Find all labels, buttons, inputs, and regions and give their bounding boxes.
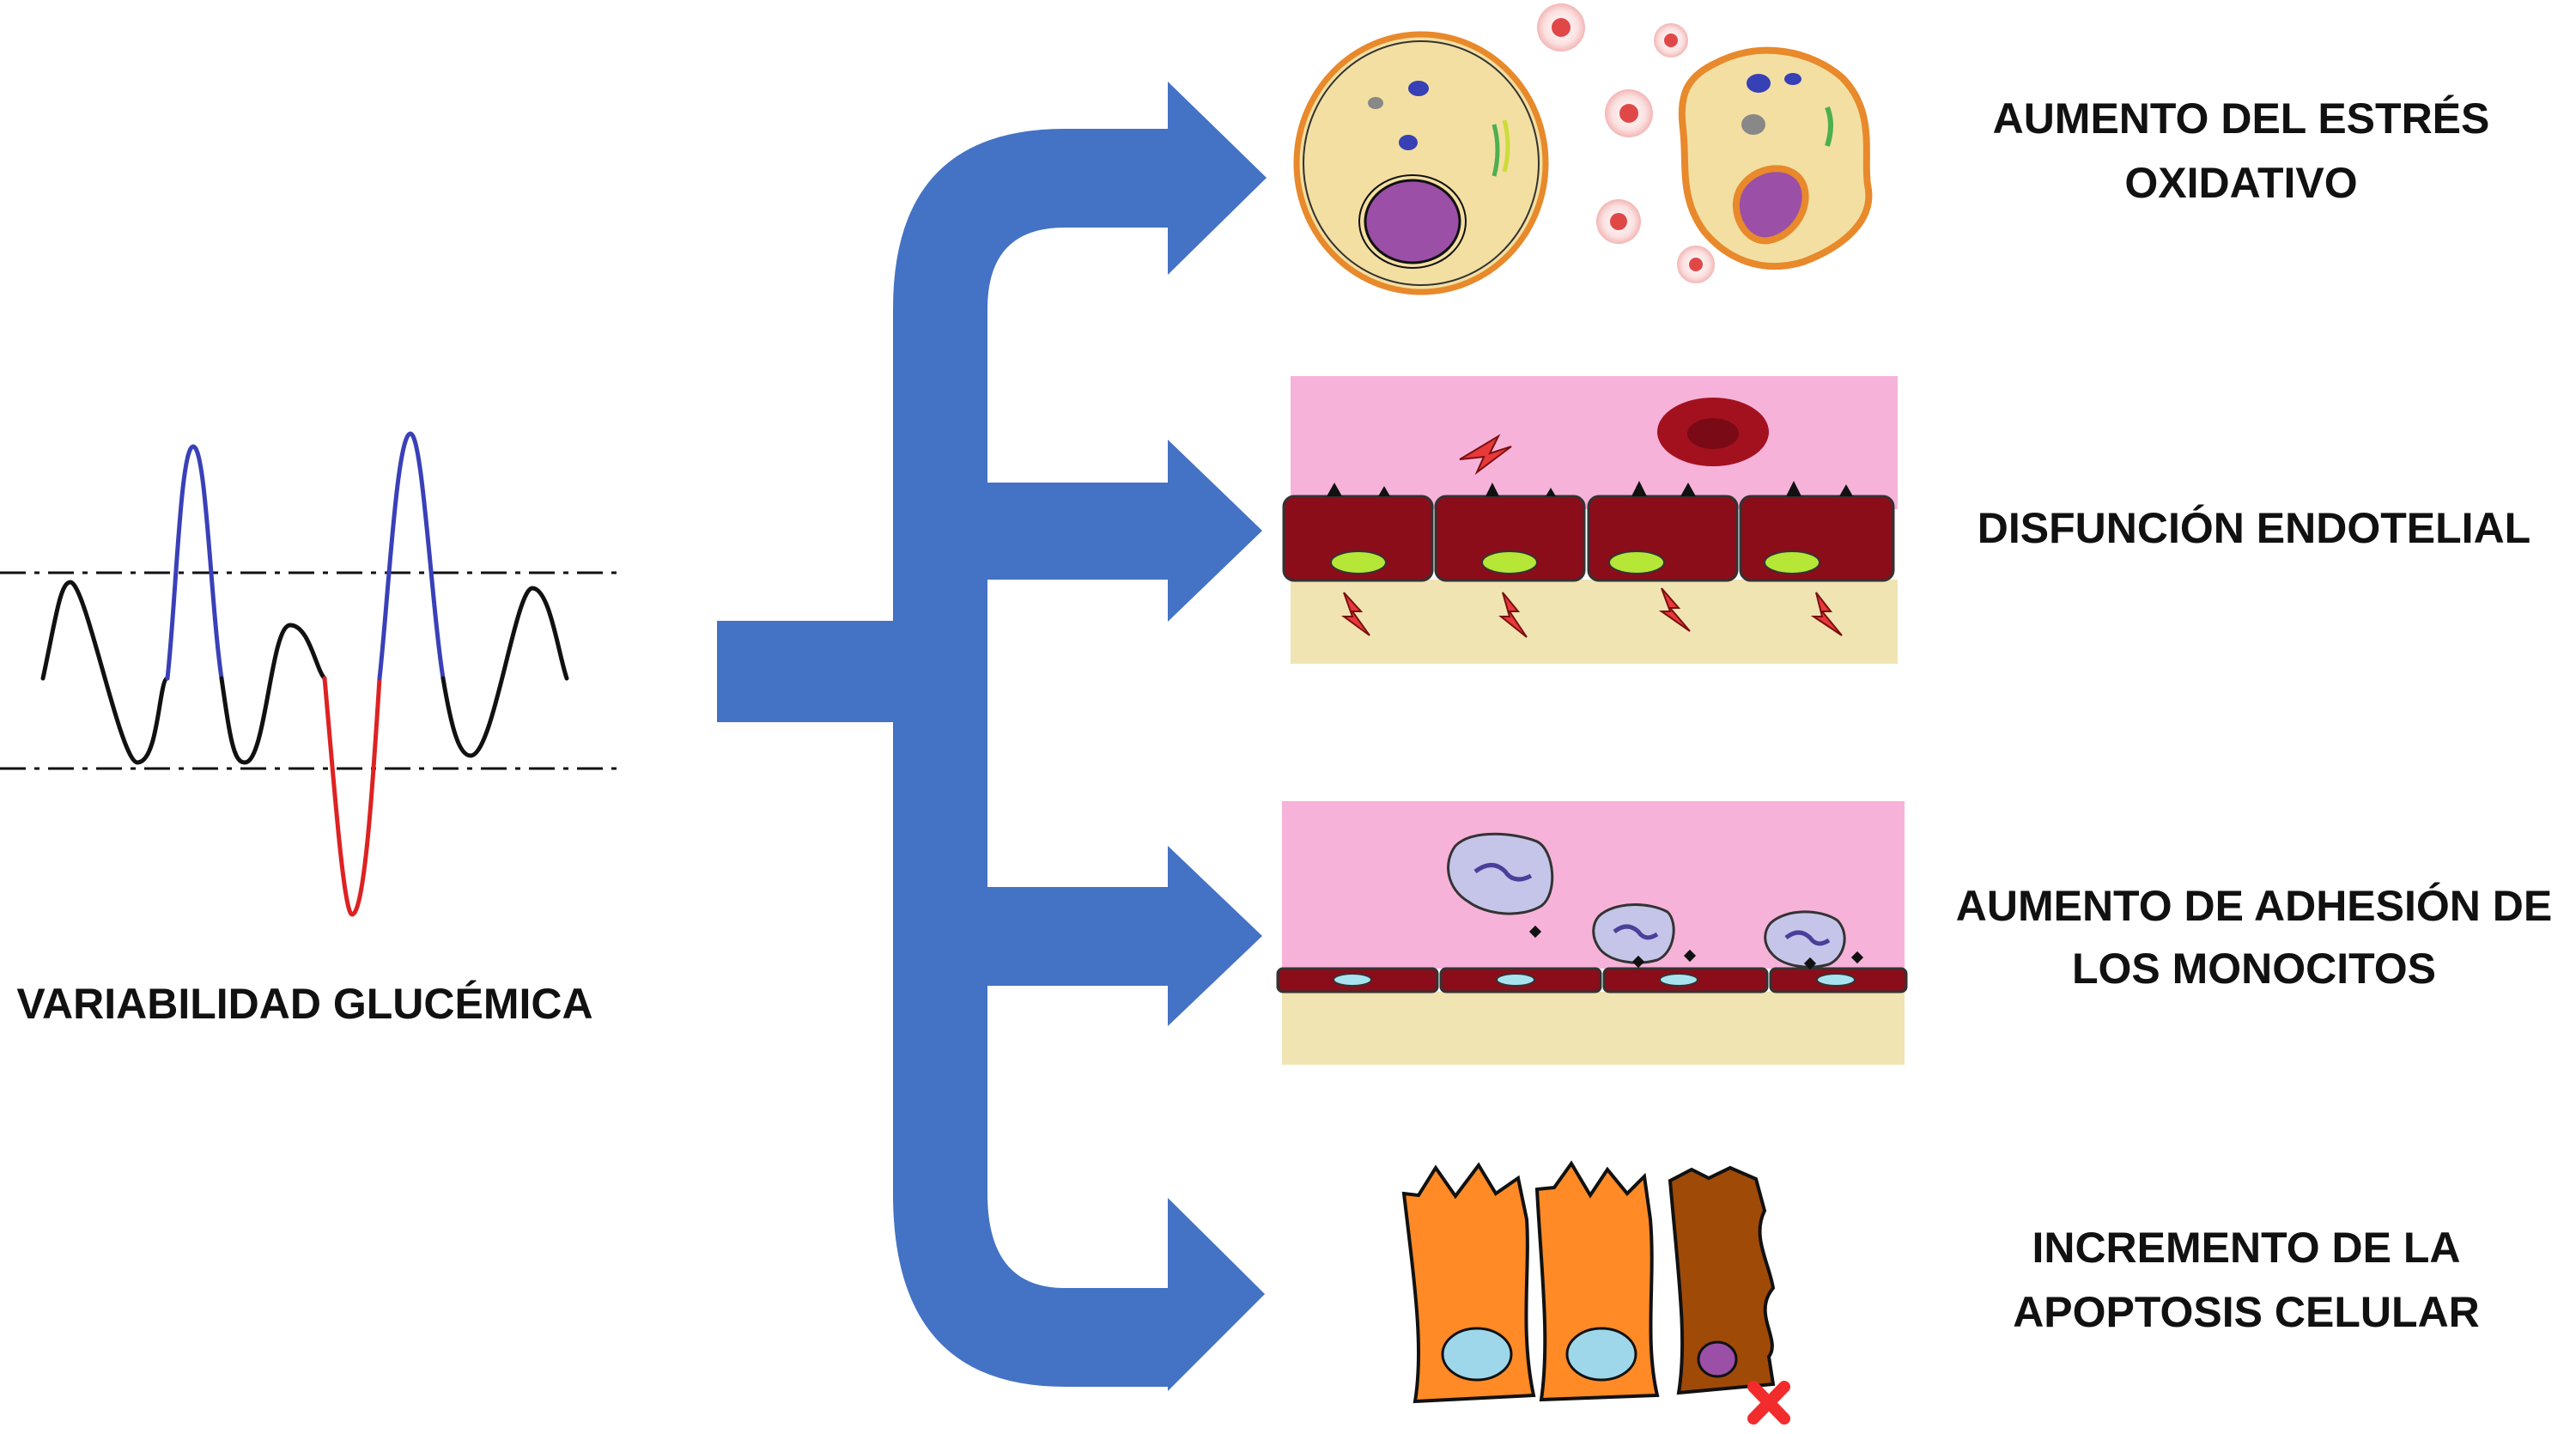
outcome-4-line-2: APOPTOSIS CELULAR	[2013, 1288, 2480, 1336]
outcome-3-line-2: LOS MONOCITOS	[2072, 945, 2436, 993]
arrow-head-4	[1168, 1198, 1265, 1391]
apoptosis-cells-icon	[1401, 1160, 1790, 1425]
arrow-trunk	[893, 129, 1168, 1387]
left-label: VARIABILIDAD GLUCÉMICA	[16, 980, 592, 1028]
monocyte-adhesion-icon	[1276, 801, 1908, 1065]
hypoglycemia-trough	[322, 676, 382, 917]
branching-arrow	[717, 82, 1267, 1391]
ros-particle	[1537, 3, 1715, 283]
cell-death-x-icon	[1747, 1381, 1790, 1425]
arrow-head-1	[1168, 82, 1267, 275]
outcome-1-line-1: AUMENTO DEL ESTRÉS	[1993, 94, 2490, 143]
endothelium-icon	[1282, 376, 1898, 664]
outcome-1-line-2: OXIDATIVO	[2124, 159, 2357, 207]
glycemic-variability-graph	[0, 431, 618, 917]
arrow-branch-3	[986, 887, 1171, 986]
outcome-2-line-1: DISFUNCIÓN ENDOTELIAL	[1978, 504, 2530, 552]
arrow-head-2	[1168, 440, 1262, 622]
glucose-curve-3	[440, 586, 569, 758]
glucose-curve	[40, 580, 170, 765]
glucose-curve-2	[219, 623, 327, 765]
arrow-stem	[717, 621, 897, 722]
arrow-branch-2	[986, 483, 1171, 580]
outcome-3-line-1: AUMENTO DE ADHESIÓN DE	[1956, 882, 2553, 930]
arrow-head-3	[1168, 846, 1262, 1026]
hyperglycemia-peak-2	[377, 431, 446, 681]
oxidative-stress-cells-icon	[1293, 3, 1873, 295]
hyperglycemia-peak-1	[165, 444, 224, 681]
outcome-labels: AUMENTO DEL ESTRÉS OXIDATIVO DISFUNCIÓN …	[1956, 94, 2553, 1336]
outcome-4-line-1: INCREMENTO DE LA	[2032, 1224, 2460, 1272]
